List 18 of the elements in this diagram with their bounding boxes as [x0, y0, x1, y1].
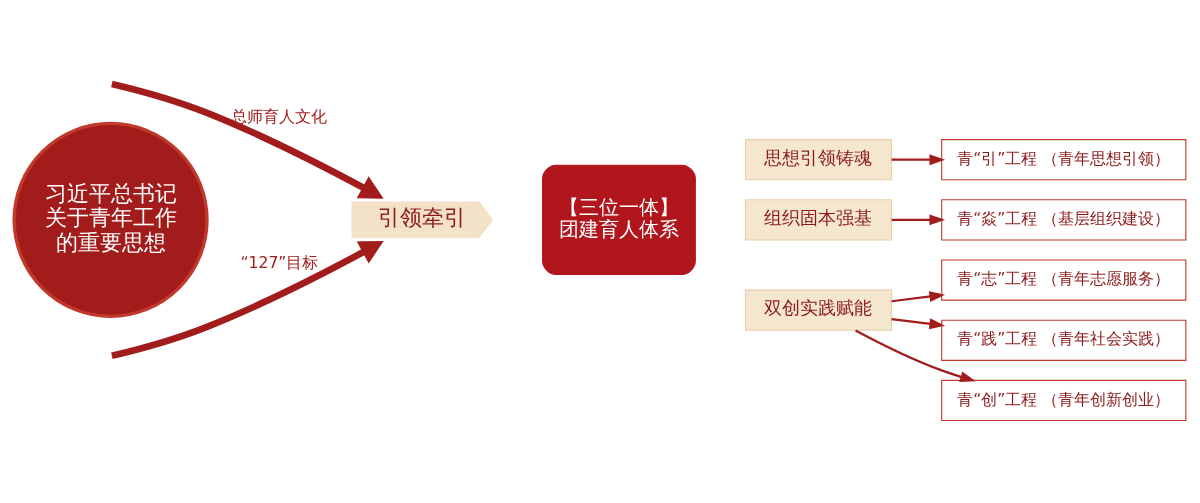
arrow [891, 153, 946, 165]
node-box: 组织固本强基 [744, 198, 893, 240]
node-circle: 习近平总书记关于青年工作的重要思想 [12, 121, 209, 318]
node-box: 思想引领铸魂 [744, 138, 893, 180]
arrow [891, 317, 946, 329]
node-box: 青“创”工程 （青年创新创业） [941, 379, 1187, 421]
node-box: 青“焱”工程 （基层组织建设） [941, 198, 1187, 240]
arrow [111, 240, 384, 359]
arrow [891, 290, 946, 302]
arrow [855, 328, 976, 382]
edge-label: “127”目标 [240, 253, 319, 272]
node-box: 青“践”工程 （青年社会实践） [941, 319, 1187, 361]
node-box: 青“引”工程 （青年思想引领） [941, 138, 1187, 180]
node-box: 青“志”工程 （青年志愿服务） [941, 258, 1187, 301]
node-box: 双创实践赋能 [744, 289, 893, 331]
arrow [891, 213, 946, 225]
arrow [111, 80, 384, 199]
node-box: 【三位一体】团建育人体系 [542, 164, 696, 275]
